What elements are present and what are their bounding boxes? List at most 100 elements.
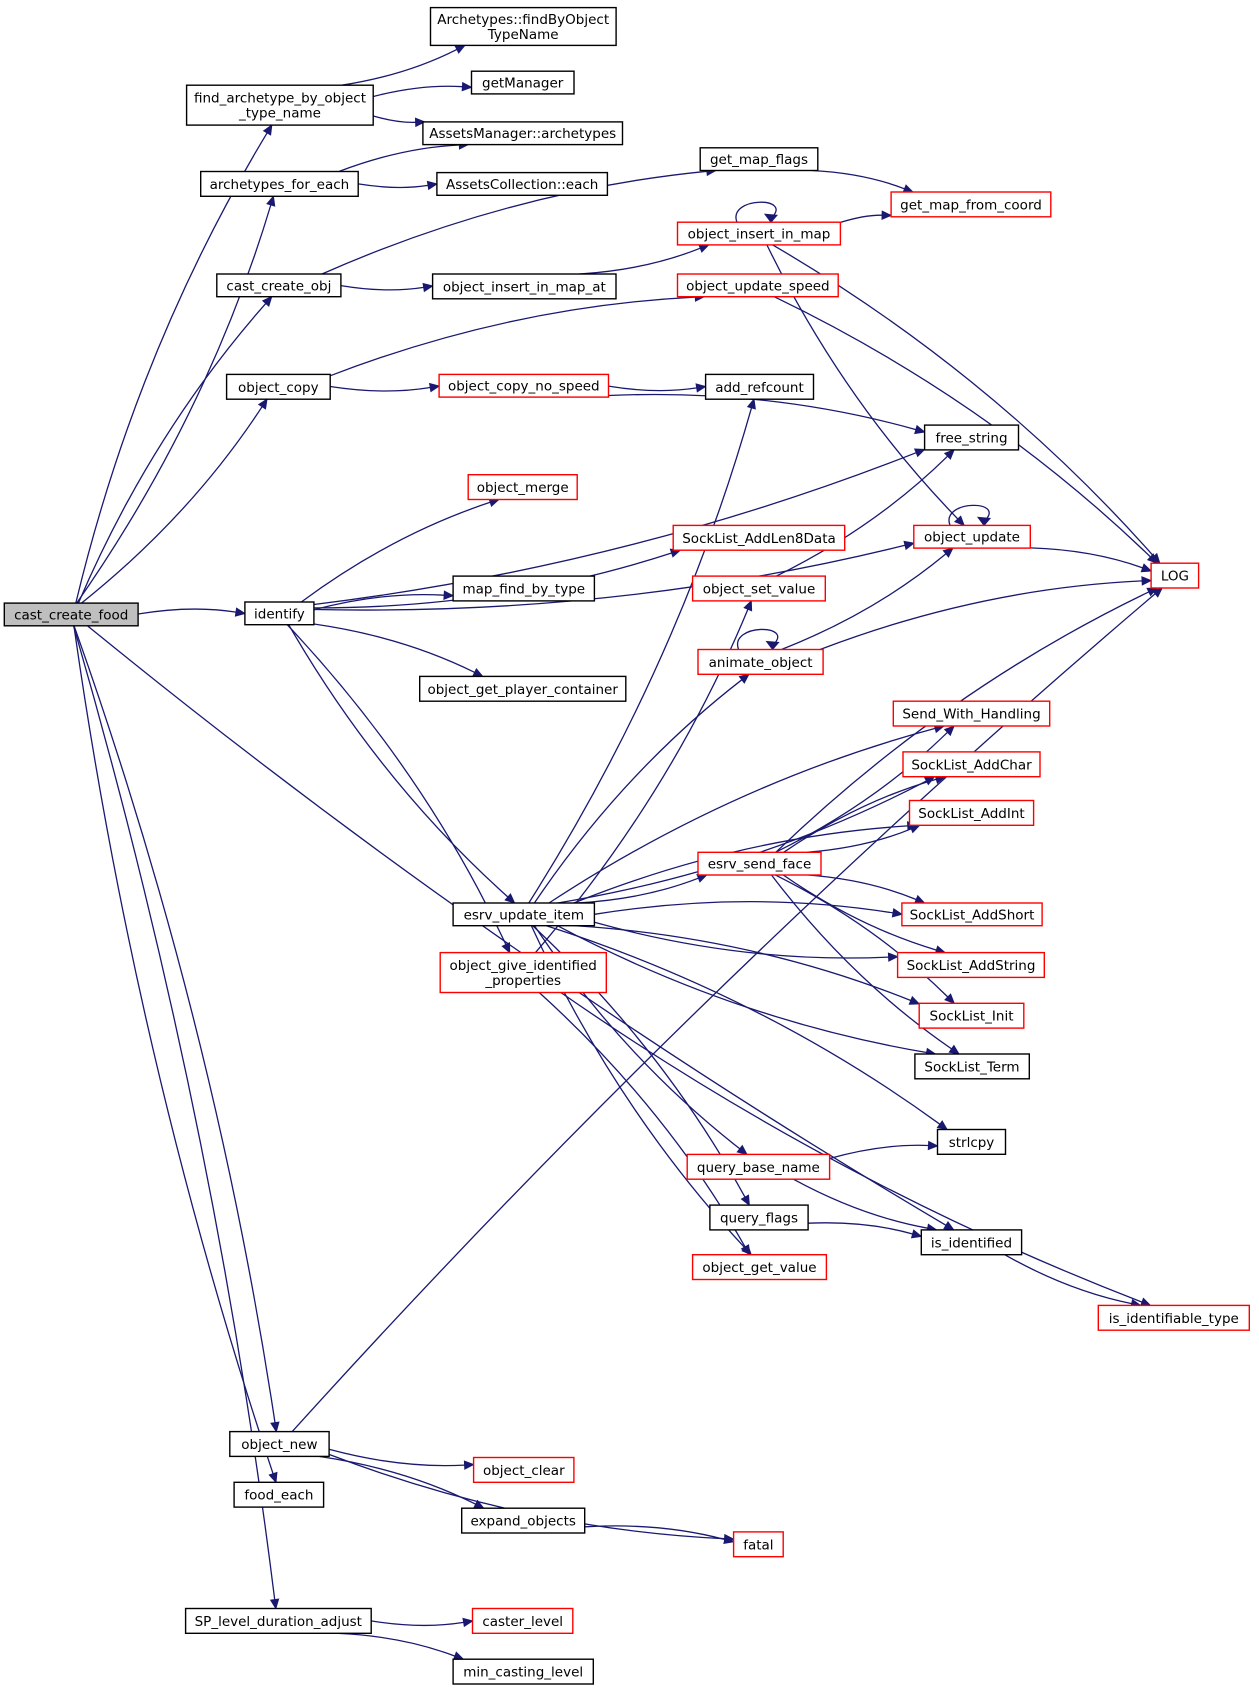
function-node-free_string[interactable]: free_string [923,424,1020,451]
function-node-is_identifiable_type[interactable]: is_identifiable_type [1097,1304,1251,1331]
call-edge-animate_object-to-object_update [781,553,947,651]
node-box [923,424,1020,451]
call-edge-identify-to-object_merge [300,501,491,603]
function-node-archetypes_for_each[interactable]: archetypes_for_each [199,170,359,197]
node-label: animate_object [709,655,813,671]
function-node-food_each[interactable]: food_each [233,1481,325,1508]
function-node-esrv_send_face[interactable]: esrv_send_face [697,851,822,876]
node-box [691,1253,828,1281]
node-box [472,1456,575,1483]
call-edge-find_archetype-to-getManager [373,85,463,98]
function-node-identify[interactable]: identify [244,601,315,626]
function-node-SP_level_duration_adjust[interactable]: SP_level_duration_adjust [184,1607,372,1634]
function-node-SockList_Term[interactable]: SockList_Term [914,1053,1031,1080]
node-box [699,147,819,172]
node-label: _type_name [238,106,321,122]
function-node-SockList_AddInt[interactable]: SockList_AddInt [908,799,1035,826]
function-node-object_copy_no_speed[interactable]: object_copy_no_speed [438,373,610,398]
function-node-object_get_player_container[interactable]: object_get_player_container [419,675,627,702]
edge-arrowhead [763,213,778,224]
function-node-SockList_Init[interactable]: SockList_Init [918,1002,1025,1029]
function-node-caster_level[interactable]: caster_level [471,1607,574,1634]
function-node-min_casting_level[interactable]: min_casting_level [452,1658,595,1685]
node-box [902,751,1041,778]
self-call-edge-object_update [948,504,990,526]
function-node-archetypes[interactable]: AssetsManager::archetypes [422,121,624,146]
node-box [419,675,627,702]
function-node-object_new[interactable]: object_new [229,1430,330,1458]
edge-arrowhead [257,398,268,410]
function-node-SockList_AddChar[interactable]: SockList_AddChar [902,751,1041,778]
edge-arrowhead [234,607,247,617]
node-box [672,524,846,551]
edge-arrowhead [1146,553,1158,565]
edge-arrowhead [428,382,441,393]
function-node-query_flags[interactable]: query_flags [709,1204,809,1231]
function-node-object_clear[interactable]: object_clear [472,1456,575,1483]
function-node-getManager[interactable]: getManager [470,70,575,95]
node-label: object_get_value [702,1260,816,1276]
function-node-cast_create_obj[interactable]: cast_create_obj [216,273,342,298]
function-node-object_set_value[interactable]: object_set_value [691,575,826,602]
edge-arrowhead [461,81,473,92]
function-node-SockList_AddString[interactable]: SockList_AddString [896,951,1045,979]
node-label: _properties [484,973,561,989]
call-edge-cast_create_food-to-cast_create_obj [77,302,267,604]
function-node-is_identified[interactable]: is_identified [920,1229,1023,1256]
node-box [225,373,331,400]
function-node-strlcpy[interactable]: strlcpy [936,1128,1007,1155]
node-label: is_identifiable_type [1109,1311,1239,1327]
call-edge-esrv_send_face-to-Send_With_Handling [775,731,948,853]
edge-arrowhead [953,515,965,527]
function-node-LOG[interactable]: LOG [1150,562,1200,589]
function-node-object_update_speed[interactable]: object_update_speed [676,273,839,298]
node-label: map_find_by_type [463,582,586,598]
function-node-add_refcount[interactable]: add_refcount [704,373,815,400]
function-node-object_update[interactable]: object_update [913,524,1031,549]
node-box [914,1053,1031,1080]
function-node-object_insert_in_map_at[interactable]: object_insert_in_map_at [431,273,617,300]
edge-arrowhead [943,449,955,460]
edge-arrowhead [914,424,926,435]
function-node-object_insert_in_map[interactable]: object_insert_in_map [676,221,842,246]
node-box [676,221,842,246]
function-node-object_give_identified_properties[interactable]: object_give_identified_properties [439,951,608,994]
call-edge-esrv_send_face-to-SockList_Term [770,874,952,1050]
edge-arrowhead [414,117,426,128]
call-edge-object_new-to-object_clear [328,1448,465,1467]
node-box [691,575,826,602]
function-node-Send_With_Handling[interactable]: Send_With_Handling [892,700,1051,727]
node-box [233,1481,325,1508]
function-node-object_get_value[interactable]: object_get_value [691,1253,828,1281]
call-edge-identify-to-object_give_identified_properties [286,624,507,945]
function-node-find_archetype[interactable]: find_archetype_by_object_type_name [185,84,374,126]
function-node-get_map_flags[interactable]: get_map_flags [699,147,819,172]
function-node-fatal[interactable]: fatal [732,1531,784,1558]
function-node-SockList_AddLen8Data[interactable]: SockList_AddLen8Data [672,524,846,551]
node-label: AssetsCollection::each [446,177,598,193]
function-node-animate_object[interactable]: animate_object [697,648,824,675]
node-label: query_base_name [697,1160,820,1176]
function-node-object_copy[interactable]: object_copy [225,373,331,400]
function-node-expand_objects[interactable]: expand_objects [461,1507,586,1534]
function-node-query_base_name[interactable]: query_base_name [686,1153,831,1180]
edge-arrowhead [927,1140,939,1151]
node-label: expand_objects [470,1514,575,1530]
function-node-SockList_AddShort[interactable]: SockList_AddShort [901,902,1043,927]
function-node-object_merge[interactable]: object_merge [467,474,578,501]
node-label: SP_level_duration_adjust [195,1614,362,1630]
function-node-map_find_by_type[interactable]: map_find_by_type [452,575,596,602]
function-node-each[interactable]: AssetsCollection::each [436,171,609,197]
function-node-cast_create_food[interactable]: cast_create_food [3,602,139,627]
node-box [896,951,1045,979]
call-edge-object_insert_in_map_at-to-object_insert_in_map [579,247,701,275]
call-edge-query_base_name-to-strlcpy [829,1144,929,1160]
function-node-esrv_update_item[interactable]: esrv_update_item [452,902,596,927]
node-label: object_update_speed [686,278,829,294]
node-label: get_map_from_coord [900,197,1042,213]
edge-arrowhead [740,1194,750,1207]
function-node-get_map_from_coord[interactable]: get_map_from_coord [890,191,1052,218]
edge-arrowhead [943,1220,955,1231]
node-box [438,373,610,398]
